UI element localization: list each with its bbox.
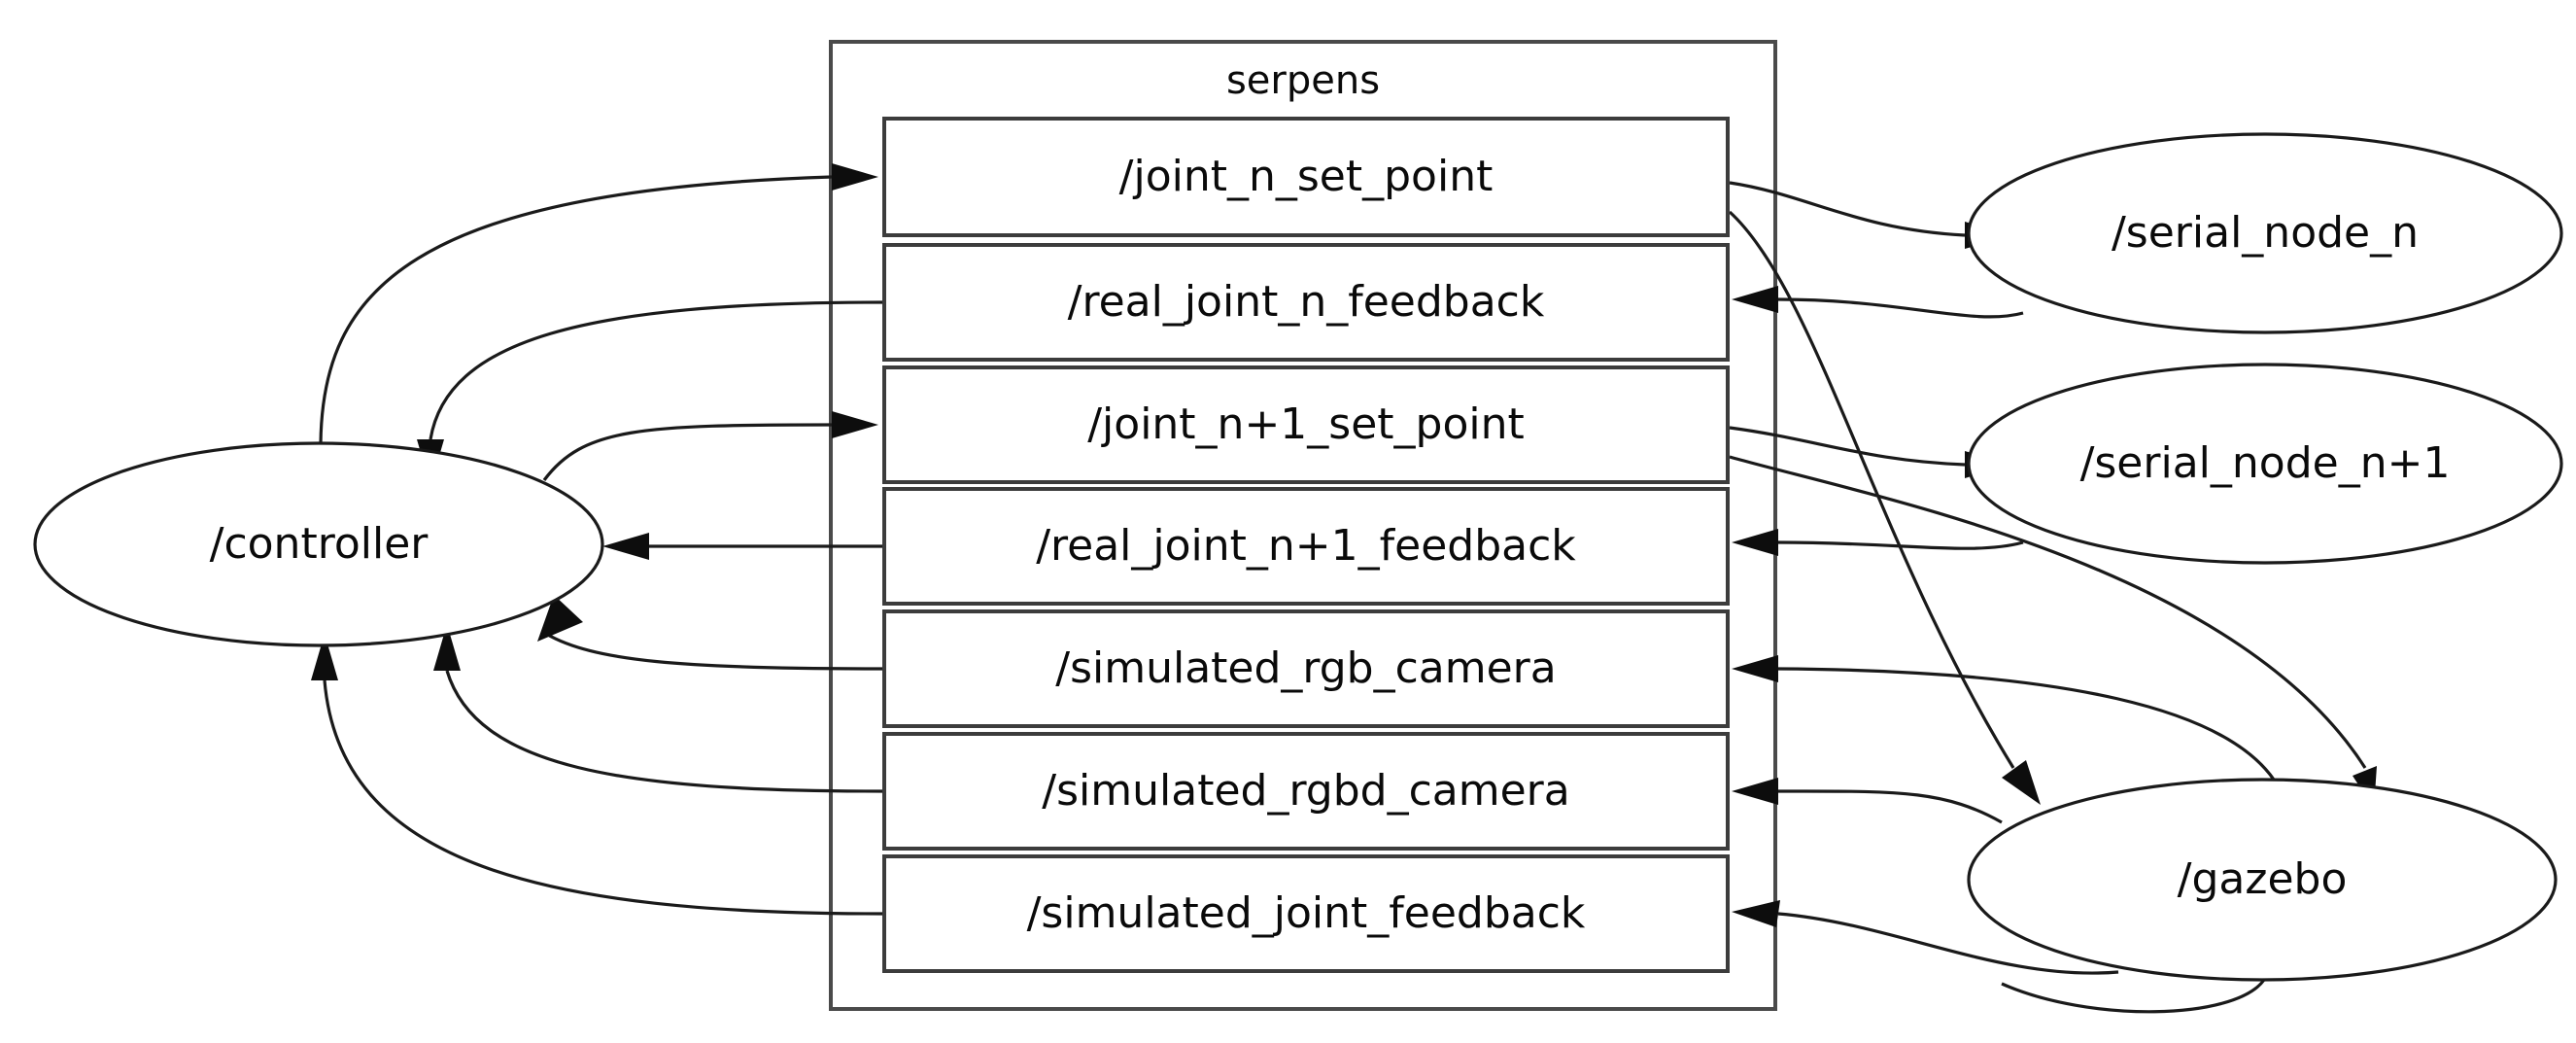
arrow-head-icon xyxy=(1732,529,1778,556)
edge-joint-n-set-point-to-gazebo xyxy=(1728,210,2041,805)
cluster-serpens-label: serpens xyxy=(1226,58,1380,103)
arrow-head-icon xyxy=(832,411,878,438)
arrow-head-icon xyxy=(832,163,878,191)
edge-controller-to-joint-n1-set-point xyxy=(542,411,878,481)
arrow-head-icon xyxy=(537,595,583,642)
edge-real-joint-n-feedback-to-controller xyxy=(417,300,883,486)
topic-box-border xyxy=(882,243,1730,362)
graph-node-ellipse xyxy=(1967,363,2563,565)
topic-box-label: /simulated_rgbd_camera xyxy=(1042,766,1569,816)
topic-box[interactable]: /real_joint_n_feedback xyxy=(882,243,1730,362)
topic-box[interactable]: /simulated_rgb_camera xyxy=(882,609,1730,728)
edge-simulated-joint-feedback-to-controller xyxy=(311,634,883,916)
graph-node[interactable]: /gazebo xyxy=(1967,778,2558,982)
edge-layer xyxy=(311,163,2377,1014)
graph-node-ellipse xyxy=(33,441,604,647)
topic-box[interactable]: /simulated_rgbd_camera xyxy=(882,732,1730,851)
topic-box-label: /real_joint_n_feedback xyxy=(1068,277,1545,327)
graph-node-ellipse xyxy=(1967,132,2563,334)
topic-box-label: /simulated_joint_feedback xyxy=(1027,888,1586,938)
edge-gazebo-loop-tail xyxy=(2001,979,2266,1014)
topic-box-label: /joint_n_set_point xyxy=(1119,152,1494,201)
arrow-head-icon xyxy=(311,634,338,680)
topic-box-layer: /joint_n_set_point/real_joint_n_feedback… xyxy=(882,117,1730,973)
topic-box-border xyxy=(882,854,1730,973)
graph-node[interactable]: /controller xyxy=(33,441,604,647)
topic-box[interactable]: /real_joint_n+1_feedback xyxy=(882,487,1730,606)
edge-controller-to-joint-n-set-point xyxy=(319,163,878,444)
graph-node-label: /gazebo xyxy=(2178,854,2348,904)
topic-box-label: /simulated_rgb_camera xyxy=(1055,643,1556,693)
topic-box-label: /joint_n+1_set_point xyxy=(1087,400,1525,449)
graph-node-label: /controller xyxy=(210,519,429,569)
arrow-head-icon xyxy=(1732,900,1780,927)
graph-node-ellipse xyxy=(1967,778,2558,982)
arrow-head-icon xyxy=(433,624,461,671)
topic-box[interactable]: /joint_n+1_set_point xyxy=(882,365,1730,484)
arrow-head-icon xyxy=(1732,778,1778,805)
cluster-serpens[interactable]: serpens xyxy=(829,40,1777,1011)
topic-box[interactable]: /simulated_joint_feedback xyxy=(882,854,1730,973)
edge-gazebo-to-simulated-rgb-camera xyxy=(1732,655,2276,781)
edge-simulated-rgbd-camera-to-controller xyxy=(433,624,883,793)
edge-real-joint-n1-feedback-to-controller xyxy=(602,533,882,560)
edge-gazebo-to-simulated-rgbd-camera xyxy=(1732,778,2003,824)
edge-simulated-rgb-camera-to-controller xyxy=(537,595,883,671)
edge-serial-node-n-to-real-joint-n-feedback xyxy=(1732,286,2024,319)
edge-serial-node-n1-to-real-joint-n1-feedback xyxy=(1732,529,2024,556)
topic-box-border xyxy=(882,732,1730,851)
topic-box-border xyxy=(882,365,1730,484)
arrow-head-icon xyxy=(2002,760,2041,805)
node-ellipse-layer: /controller/serial_node_n/serial_node_n+… xyxy=(33,132,2563,982)
graph-node[interactable]: /serial_node_n+1 xyxy=(1967,363,2563,565)
topic-box-border xyxy=(882,117,1730,237)
graph-node[interactable]: /serial_node_n xyxy=(1967,132,2563,334)
arrow-head-icon xyxy=(1732,286,1778,313)
graph-node-label: /serial_node_n+1 xyxy=(2080,438,2451,488)
topic-box[interactable]: /joint_n_set_point xyxy=(882,117,1730,237)
topic-box-label: /real_joint_n+1_feedback xyxy=(1036,521,1576,571)
arrow-head-icon xyxy=(602,533,649,560)
arrow-head-icon xyxy=(1732,655,1778,682)
edge-gazebo-to-simulated-joint-feedback xyxy=(1732,900,2119,975)
graph-node-label: /serial_node_n xyxy=(2112,208,2419,258)
topic-box-border xyxy=(882,487,1730,606)
cluster-serpens-border xyxy=(829,40,1777,1011)
topic-box-border xyxy=(882,609,1730,728)
